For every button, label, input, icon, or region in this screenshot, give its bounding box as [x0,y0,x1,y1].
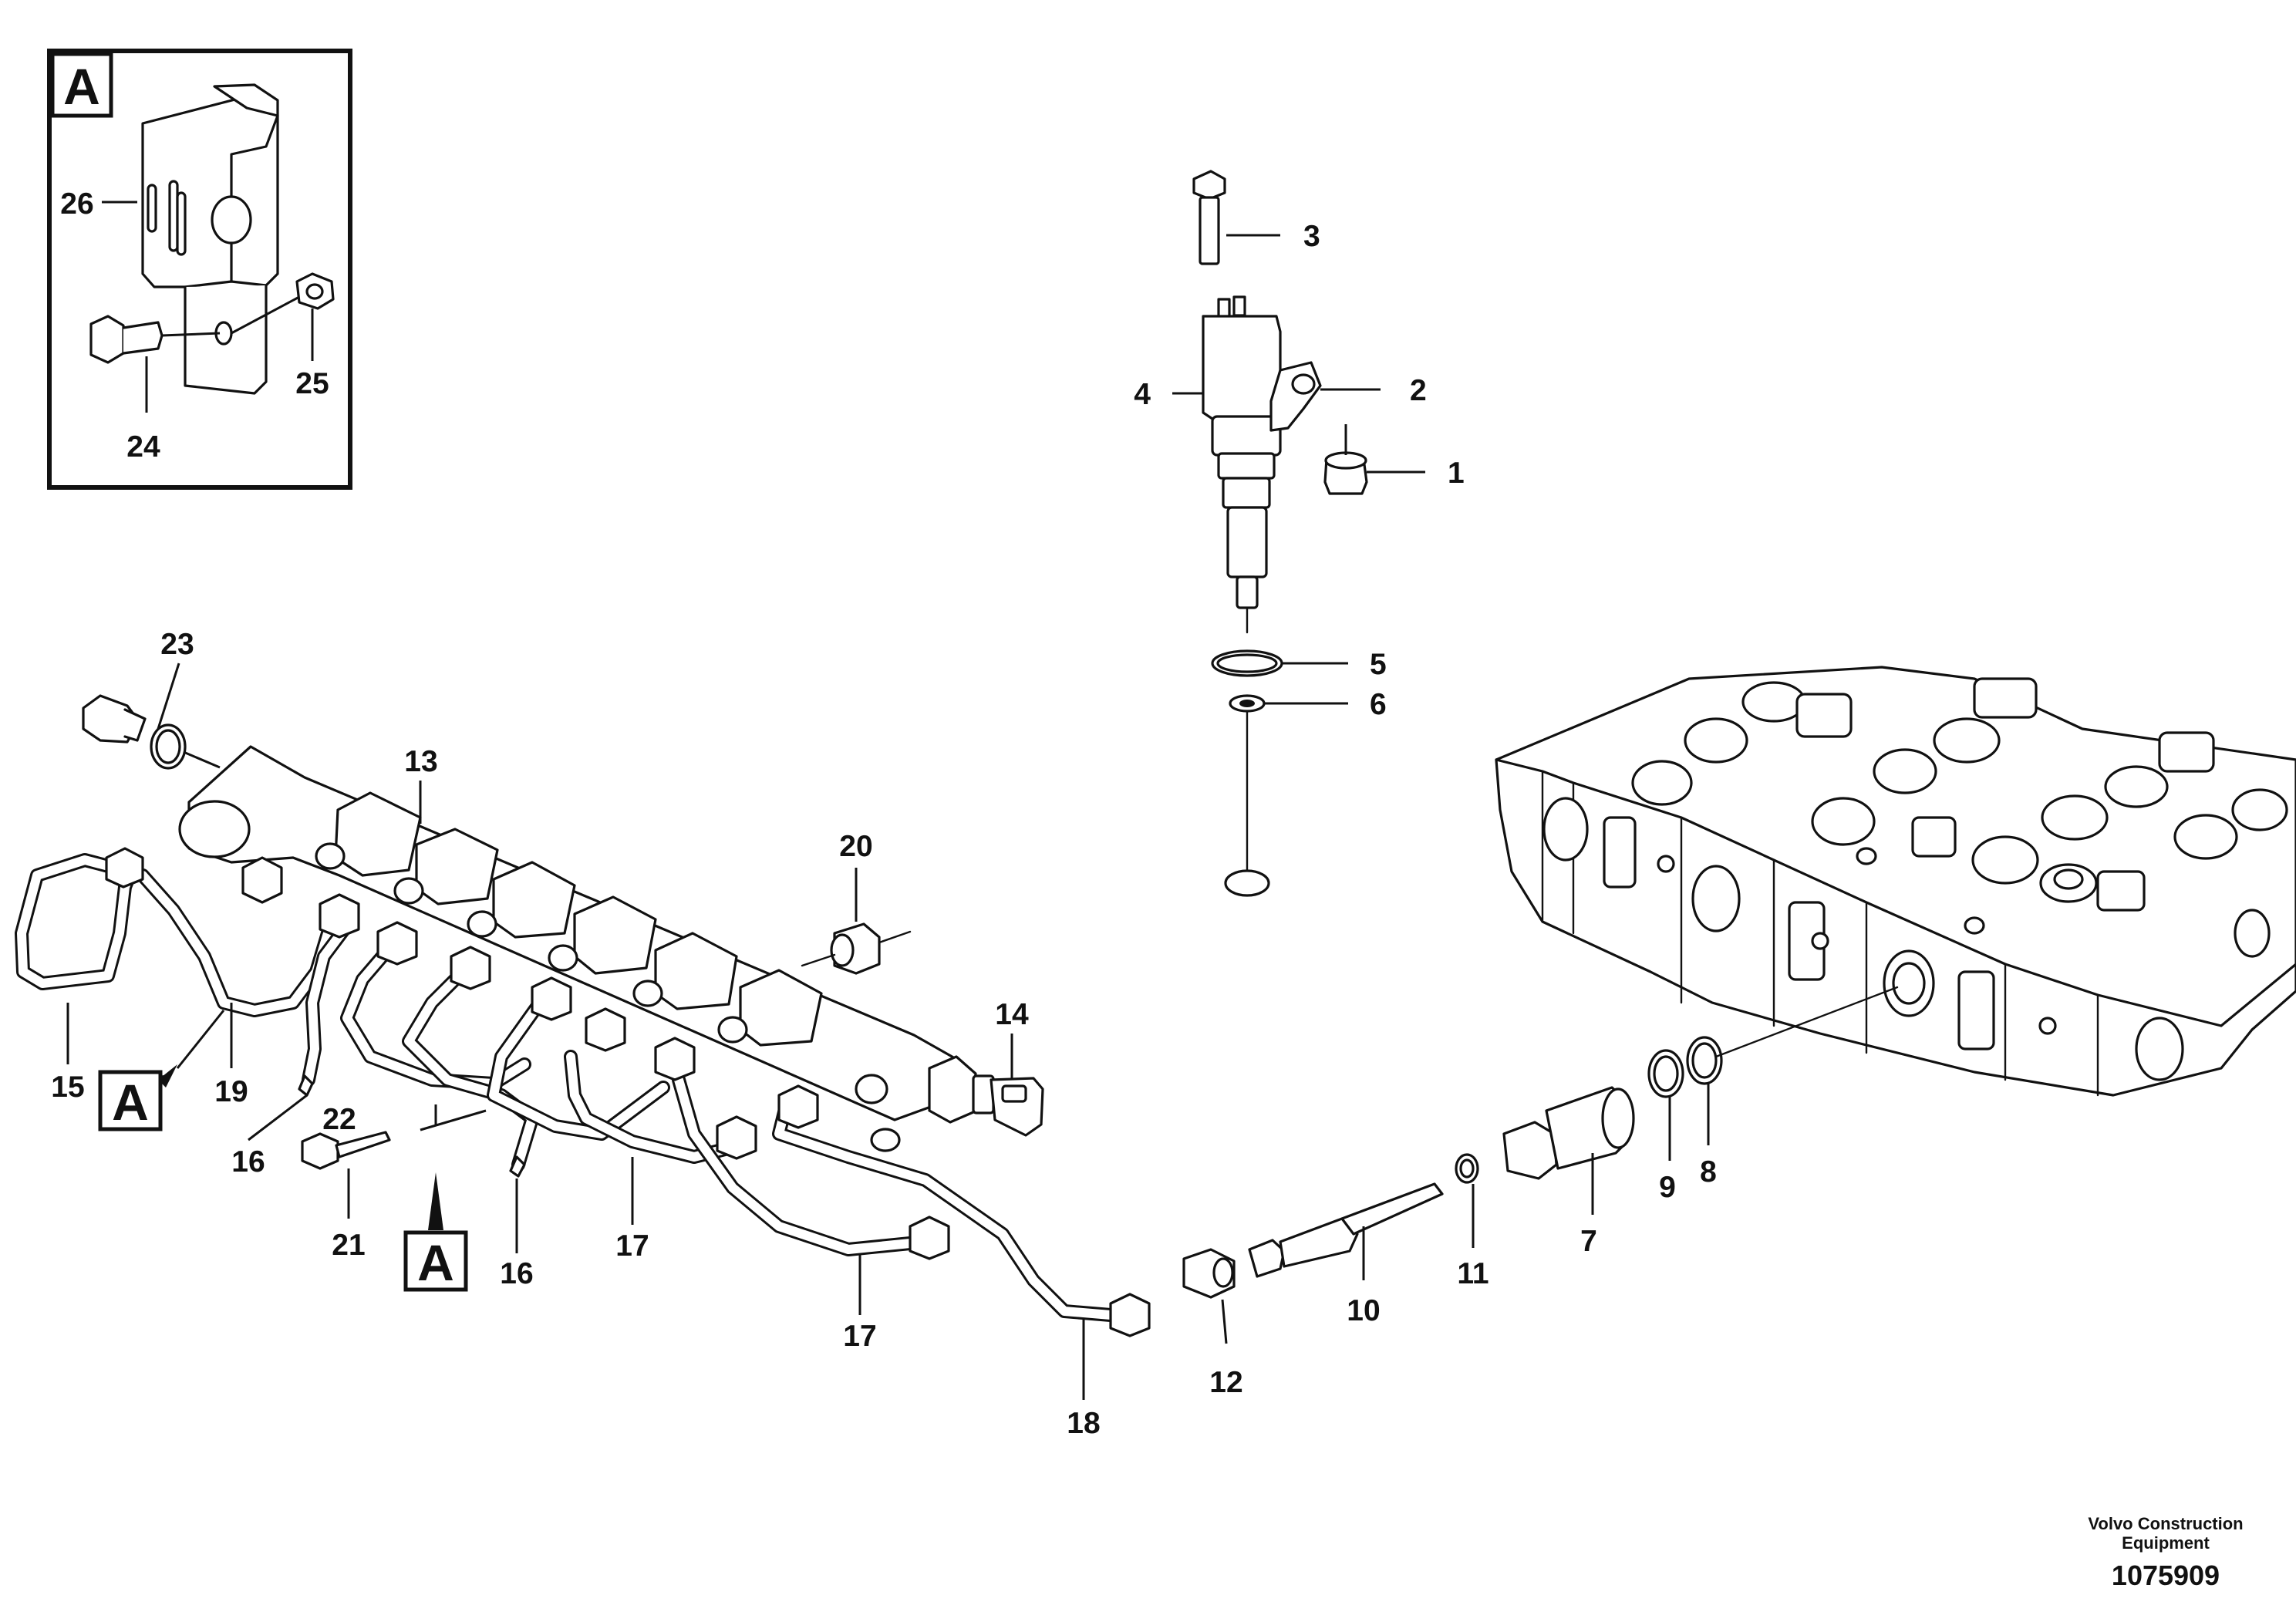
bolt-part-3 [1192,170,1226,265]
callout-7: 7 [1580,1225,1597,1258]
connector-part-10 [1248,1182,1444,1278]
callout-13: 13 [404,745,437,778]
callout-20: 20 [839,830,872,863]
drawing-number: 1075909 [2112,1560,2220,1591]
callout-17-lower: 17 [843,1320,876,1353]
callout-12: 12 [1209,1366,1242,1399]
ref-marker-a-bottom: A [403,1230,468,1292]
ref-marker-a-left: A [98,1070,163,1131]
cylinder-head [1495,666,2296,1097]
callout-10: 10 [1347,1294,1380,1327]
nut-part-12 [1182,1248,1236,1299]
callout-18: 18 [1067,1407,1100,1440]
callout-9: 9 [1659,1171,1676,1204]
sensor-part-23 [82,694,187,770]
company-name-line2: Equipment [2122,1533,2210,1553]
pressure-sensor-part-14 [928,1055,1044,1137]
inset-label: A [63,58,100,115]
callout-15: 15 [51,1071,84,1104]
callout-21: 21 [332,1229,365,1262]
callout-26: 26 [60,187,93,221]
bolt-part-24 [89,315,221,364]
callout-14: 14 [995,998,1029,1031]
callout-23: 23 [160,628,194,661]
callout-1: 1 [1448,457,1465,490]
nut-part-25 [231,272,335,335]
clamp-part-2 [1269,361,1322,432]
fuel-rail-part-13 [178,745,956,1152]
callout-16-right: 16 [500,1257,533,1290]
plug-part-20 [830,922,881,975]
inset-detail-a: A 26 25 24 [47,49,352,490]
callout-labels: 3 2 4 1 5 6 23 13 20 14 15 19 22 16 21 1… [51,220,1717,1440]
callout-4: 4 [1134,378,1151,411]
callout-25: 25 [295,367,329,400]
callout-16-left: 16 [231,1145,265,1179]
callout-17-upper: 17 [615,1229,649,1263]
svg-text:A: A [417,1234,454,1291]
washer-part-6 [1229,694,1266,713]
o-ring-part-5 [1211,649,1283,677]
drawing-footer: Volvo Construction Equipment 1075909 [2088,1514,2243,1591]
washer-part-11 [1455,1153,1479,1184]
o-ring-part-8 [1686,1036,1723,1085]
bracket-part-26 [141,83,279,395]
bolt-part-21 [301,1131,391,1170]
callout-6: 6 [1370,688,1387,721]
injector-part-4 [1202,295,1282,634]
callout-19: 19 [214,1075,248,1108]
injector-assembly [1172,170,1425,897]
callout-2: 2 [1410,374,1427,407]
callout-5: 5 [1370,648,1387,681]
cap-part-1 [1323,424,1368,495]
callout-22: 22 [322,1103,356,1136]
company-name-line1: Volvo Construction [2088,1514,2243,1533]
callout-24: 24 [126,430,160,464]
callout-8: 8 [1700,1155,1717,1189]
svg-text:A: A [112,1074,149,1131]
sleeve-part-7 [1502,1086,1635,1180]
fuel-pipes [15,847,1151,1337]
o-ring-part-9 [1647,1049,1684,1098]
callout-3: 3 [1303,220,1320,253]
callout-11: 11 [1457,1257,1489,1290]
